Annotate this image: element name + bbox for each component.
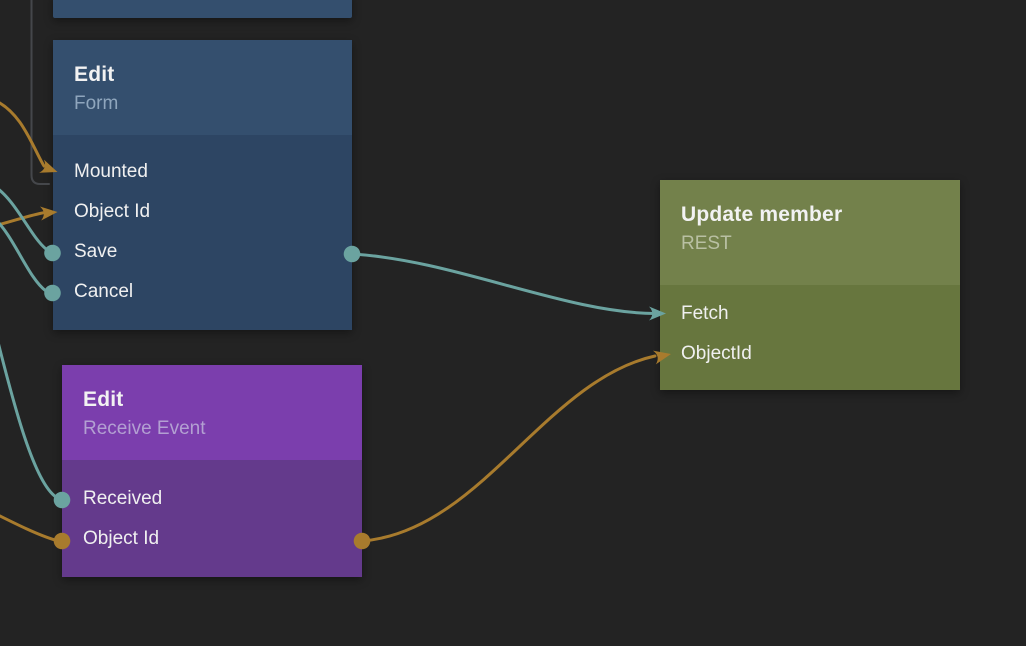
wire-teal-to-cancel[interactable]: [0, 218, 48, 293]
port-dot-receive-object-id-icon: [53, 532, 71, 550]
wire-orange-to-received-object-id[interactable]: [0, 513, 57, 542]
node-body: Mounted Object Id Save Cancel: [53, 135, 352, 330]
port-label: Save: [74, 241, 118, 262]
node-partial-top[interactable]: [53, 0, 352, 18]
port-fetch[interactable]: Fetch: [660, 294, 960, 334]
node-body: Received Object Id: [62, 460, 362, 577]
port-label: Cancel: [74, 281, 134, 302]
port-dot-form-output-icon: [343, 245, 361, 263]
port-label: Mounted: [74, 161, 148, 182]
node-title: Edit: [83, 388, 124, 411]
wire-orange-to-mounted[interactable]: [0, 100, 46, 168]
port-dot-receive-output-icon: [353, 532, 371, 550]
port-received[interactable]: Received: [62, 479, 362, 519]
port-label: Object Id: [74, 201, 151, 222]
arrowhead-object-id-icon: [39, 206, 58, 221]
arrowhead-update-objectid-icon: [652, 350, 671, 365]
arrowhead-mounted-icon: [39, 159, 58, 173]
arrowhead-fetch-icon: [649, 306, 666, 321]
wire-receive-objectid-to-update-objectid[interactable]: [360, 354, 657, 543]
wire-form-save-to-update-fetch[interactable]: [350, 252, 657, 315]
node-subtitle: Form: [74, 93, 119, 114]
port-label: ObjectId: [681, 343, 752, 364]
port-label: Object Id: [83, 528, 160, 549]
port-dot-received-icon: [53, 491, 71, 509]
node-edit-receive-event[interactable]: Edit Receive Event Received Object Id: [62, 365, 362, 577]
port-save[interactable]: Save: [53, 232, 352, 272]
wire-gray-to-mounted[interactable]: [30, 0, 50, 185]
node-edit-form[interactable]: Edit Form Mounted Object Id Save Cancel: [53, 40, 352, 330]
port-label: Fetch: [681, 303, 729, 324]
port-object-id[interactable]: Object Id: [62, 519, 362, 559]
port-cancel[interactable]: Cancel: [53, 272, 352, 312]
node-subtitle: Receive Event: [83, 418, 206, 439]
port-label: Received: [83, 488, 163, 509]
wire-teal-to-received[interactable]: [0, 334, 58, 499]
node-body: Fetch ObjectId: [660, 285, 960, 390]
port-object-id[interactable]: Object Id: [53, 192, 352, 232]
node-title: Edit: [74, 63, 115, 86]
node-header: Edit Receive Event: [62, 365, 362, 460]
port-dot-cancel-icon: [44, 284, 61, 302]
node-title: Update member: [681, 203, 843, 226]
node-header: Update member REST: [660, 180, 960, 285]
node-subtitle: REST: [681, 233, 732, 254]
wire-teal-to-save[interactable]: [0, 186, 48, 251]
node-update-member[interactable]: Update member REST Fetch ObjectId: [660, 180, 960, 390]
port-objectid[interactable]: ObjectId: [660, 334, 960, 374]
node-header: Edit Form: [53, 40, 352, 135]
port-dot-save-icon: [44, 244, 61, 262]
port-mounted[interactable]: Mounted: [53, 152, 352, 192]
